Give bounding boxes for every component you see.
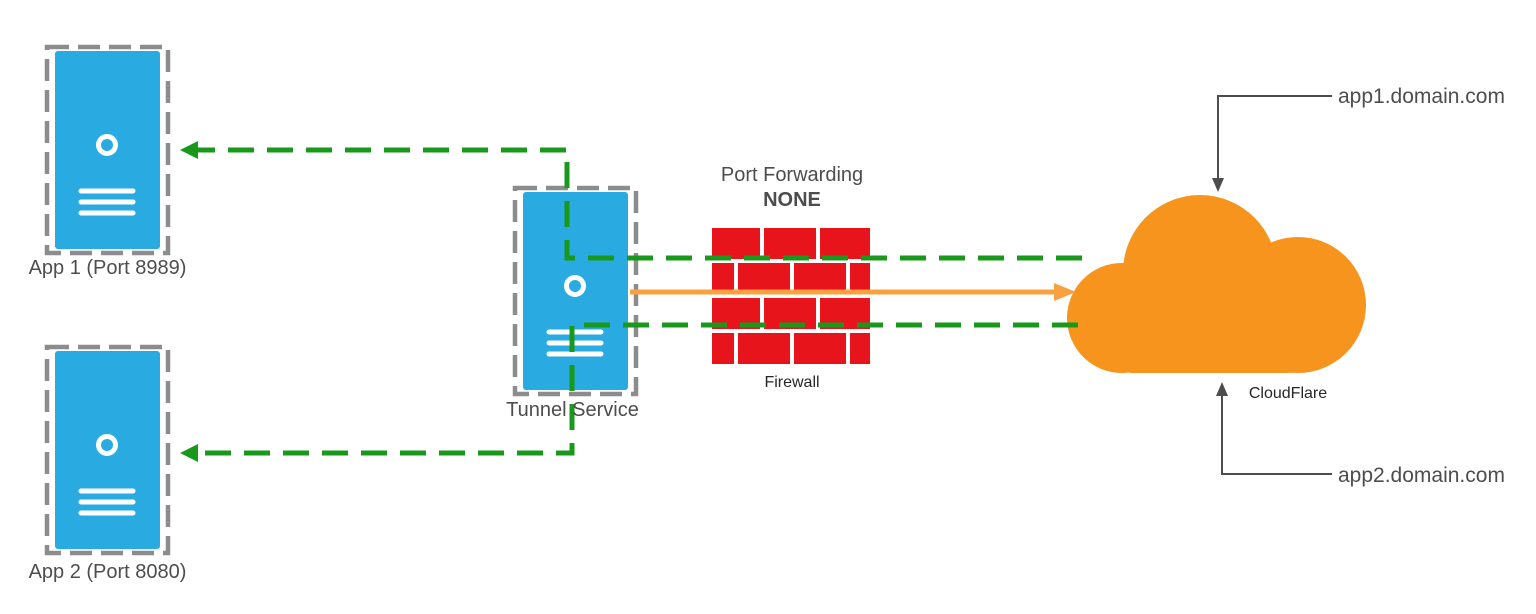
port-forwarding-mode: NONE	[763, 189, 821, 211]
app2-domain-connector	[1216, 382, 1332, 475]
app2-label: App 2 (Port 8080)	[28, 561, 187, 583]
app1-domain-connector	[1212, 95, 1332, 192]
tunnel-server-icon	[515, 188, 636, 394]
firewall-brick-wall-icon	[712, 228, 870, 364]
app1-server-icon	[47, 47, 168, 253]
port-forwarding-label: Port Forwarding	[720, 164, 864, 186]
app2-domain-label: app2.domain.com	[1338, 464, 1505, 487]
app2-server-icon	[47, 347, 168, 553]
cloudflare-label: CloudFlare	[1248, 385, 1328, 402]
tunnel-to-cloud-arrow	[630, 283, 1076, 301]
tunnel-service-label: Tunnel Service	[506, 399, 639, 421]
cloudflare-cloud-icon	[1067, 195, 1366, 373]
tunnel-to-app2-connector	[180, 322, 1078, 462]
app1-label: App 1 (Port 8989)	[28, 257, 187, 279]
firewall-label: Firewall	[764, 374, 820, 391]
app1-domain-label: app1.domain.com	[1338, 85, 1505, 108]
tunnel-to-app1-connector	[180, 141, 1082, 261]
